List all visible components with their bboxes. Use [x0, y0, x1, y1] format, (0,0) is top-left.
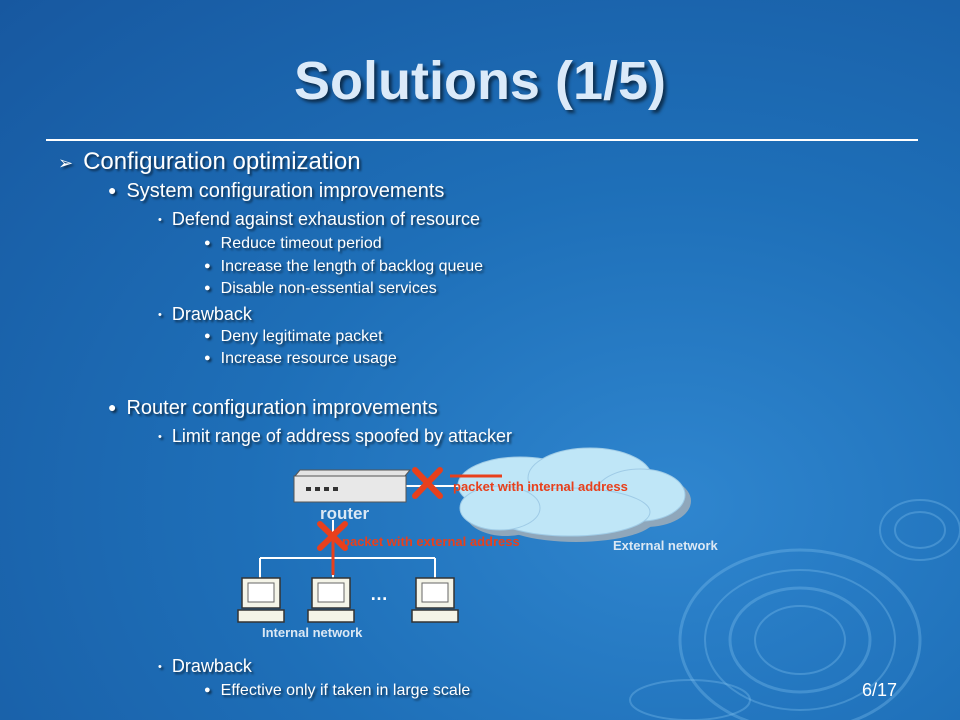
bullet-effective-large-scale: ●Effective only if taken in large scale [204, 682, 471, 699]
page-number: 6/17 [862, 680, 898, 700]
small-dot-bullet-icon: • [158, 661, 162, 673]
bullet-defend-exhaustion: •Defend against exhaustion of resource [158, 209, 481, 229]
bullet-limit-range: •Limit range of address spoofed by attac… [158, 426, 513, 446]
blocked-x-icon [317, 521, 348, 551]
bullet-disable-services: ●Disable non-essential services [204, 280, 437, 297]
dot-bullet-icon: ● [204, 282, 211, 294]
router-label: router [320, 504, 370, 523]
dot-bullet-icon: ● [204, 352, 211, 364]
bullet-router-drawback: •Drawback [158, 656, 252, 676]
bullet-deny-legitimate: ●Deny legitimate packet [204, 328, 383, 345]
blocked-x-icon [412, 467, 443, 499]
small-dot-bullet-icon: • [158, 214, 162, 226]
small-dot-bullet-icon: • [158, 431, 162, 443]
dot-bullet-icon: ● [204, 330, 211, 342]
external-packet-label: packet with external address [342, 534, 520, 549]
bullet-reduce-timeout: ●Reduce timeout period [204, 235, 382, 252]
internal-packet-label: packet with internal address [453, 479, 628, 494]
router-icon [293, 469, 412, 503]
slide-title: Solutions (1/5) [293, 51, 666, 111]
arrow-bullet-icon: ➢ [58, 153, 74, 173]
dot-bullet-icon: ● [204, 237, 211, 249]
computer-icon [307, 577, 355, 623]
computer-icon [411, 577, 459, 623]
small-dot-bullet-icon: • [158, 309, 162, 321]
title-divider [46, 139, 918, 141]
more-computers-ellipsis: … [370, 584, 388, 604]
computer-icon [237, 577, 285, 623]
external-network-label: External network [613, 538, 718, 553]
bullet-router-configuration: ●Router configuration improvements [108, 397, 438, 419]
bullet-system-drawback: •Drawback [158, 304, 252, 324]
dot-bullet-icon: ● [204, 260, 211, 272]
bullet-configuration-optimization: ➢Configuration optimization [58, 148, 361, 175]
dot-bullet-icon: ● [108, 182, 117, 198]
cloud-icon [457, 447, 691, 542]
bullet-system-configuration: ●System configuration improvements [108, 180, 445, 202]
network-diagram: router packet with internal address pack… [220, 440, 780, 650]
network-diagram-graphic [237, 447, 691, 623]
dot-bullet-icon: ● [108, 399, 117, 415]
internal-network-label: Internal network [262, 625, 363, 640]
dot-bullet-icon: ● [204, 684, 211, 696]
bullet-increase-backlog: ●Increase the length of backlog queue [204, 258, 484, 275]
bullet-increase-resource: ●Increase resource usage [204, 350, 397, 367]
